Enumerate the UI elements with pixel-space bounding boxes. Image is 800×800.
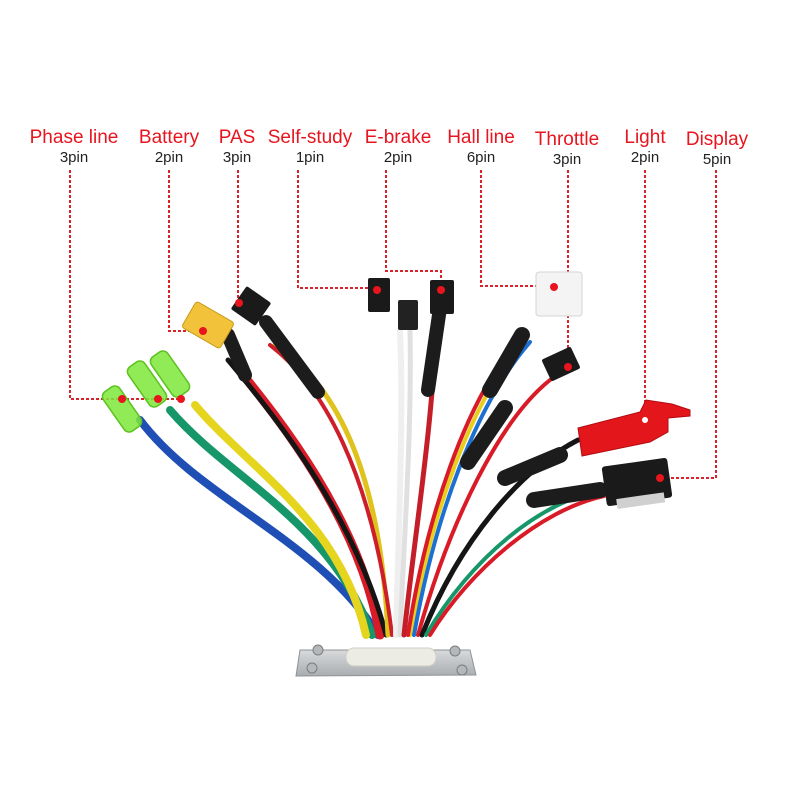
wire-bundle	[136, 327, 606, 640]
label-e-brake: E-brake 2pin	[364, 127, 432, 167]
connector-throttle	[542, 347, 580, 381]
label-name: E-brake	[364, 127, 432, 148]
controller-base-plate	[295, 644, 477, 677]
heat-shrink-sleeves	[221, 301, 608, 508]
label-pins: 3pin	[552, 151, 582, 168]
connector-battery	[182, 301, 234, 349]
label-phase-line: Phase line 3pin	[29, 127, 119, 167]
label-self-study: Self-study 1pin	[267, 127, 353, 167]
label-pins: 2pin	[630, 149, 660, 166]
connector-pas	[231, 286, 271, 326]
label-pins: 1pin	[295, 149, 325, 166]
label-pins: 5pin	[702, 151, 732, 168]
label-battery: Battery 2pin	[138, 127, 200, 167]
connector-self-study	[368, 278, 418, 330]
leader-lines	[69, 170, 717, 479]
leader-display	[660, 170, 717, 479]
label-pins: 3pin	[222, 149, 252, 166]
label-throttle: Throttle 3pin	[534, 129, 600, 169]
label-pins: 2pin	[154, 149, 184, 166]
connector-display	[601, 457, 673, 509]
label-name: Phase line	[29, 127, 119, 148]
label-name: Hall line	[447, 127, 515, 148]
label-display: Display 5pin	[685, 129, 749, 169]
label-pins: 3pin	[59, 149, 89, 166]
label-name: Battery	[138, 127, 200, 148]
label-name: Light	[624, 127, 666, 148]
leader-dots	[118, 283, 664, 482]
connector-hall-line	[535, 271, 583, 317]
label-name: PAS	[218, 127, 256, 148]
label-hall-line: Hall line 6pin	[447, 127, 515, 167]
leader-phase-line	[69, 170, 180, 400]
leader-self-study	[297, 170, 375, 289]
label-name: Throttle	[534, 129, 600, 150]
leader-hall-line	[480, 170, 553, 287]
connector-light	[577, 399, 691, 457]
label-light: Light 2pin	[624, 127, 666, 167]
label-pins: 2pin	[383, 149, 413, 166]
label-pas: PAS 3pin	[218, 127, 256, 167]
leader-e-brake	[385, 170, 442, 288]
label-pins: 6pin	[466, 149, 496, 166]
connector-e-brake	[430, 280, 454, 314]
leader-battery	[168, 170, 203, 332]
label-name: Self-study	[267, 127, 353, 148]
label-name: Display	[685, 129, 749, 150]
